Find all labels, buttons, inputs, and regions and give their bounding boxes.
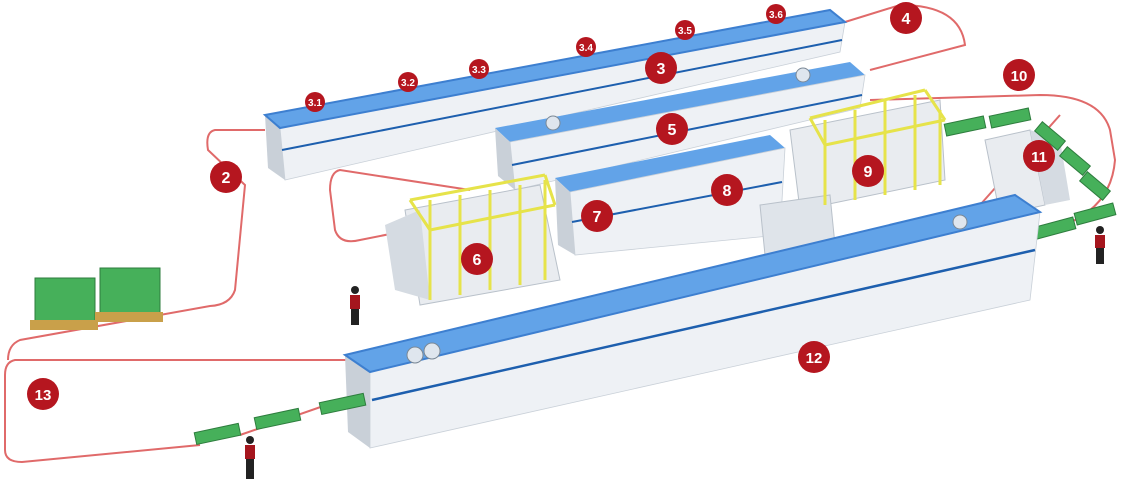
svg-text:3: 3 xyxy=(657,61,666,78)
badge-9: 9 xyxy=(852,155,884,187)
badge-10: 10 xyxy=(1003,59,1035,91)
svg-text:3.6: 3.6 xyxy=(769,10,783,21)
badge-3-3: 3.3 xyxy=(469,59,489,79)
badge-3-1: 3.1 xyxy=(305,92,325,112)
svg-text:2: 2 xyxy=(222,170,231,187)
badge-3-2: 3.2 xyxy=(398,72,418,92)
rack-conveyor-right xyxy=(943,107,1117,240)
worker xyxy=(1095,226,1105,264)
badge-3: 3 xyxy=(645,52,677,84)
svg-text:11: 11 xyxy=(1031,149,1047,166)
badge-4: 4 xyxy=(890,2,922,34)
svg-text:5: 5 xyxy=(668,122,677,139)
svg-text:3.2: 3.2 xyxy=(401,78,415,89)
rack-stacks xyxy=(30,267,163,330)
badge-2: 2 xyxy=(210,161,242,193)
tunnel-3 xyxy=(262,8,848,181)
badge-5: 5 xyxy=(656,113,688,145)
svg-text:8: 8 xyxy=(723,183,732,200)
svg-text:6: 6 xyxy=(473,252,482,269)
badge-3-4: 3.4 xyxy=(576,37,596,57)
svg-text:3.3: 3.3 xyxy=(472,65,486,76)
badge-6: 6 xyxy=(461,243,493,275)
badge-3-6: 3.6 xyxy=(766,4,786,24)
badge-3-5: 3.5 xyxy=(675,20,695,40)
badge-12: 12 xyxy=(798,341,830,373)
svg-text:12: 12 xyxy=(806,350,823,367)
svg-text:7: 7 xyxy=(593,209,602,226)
tunnel-12 xyxy=(342,193,1043,449)
svg-text:3.1: 3.1 xyxy=(308,98,322,109)
svg-text:10: 10 xyxy=(1011,68,1028,85)
badge-8: 8 xyxy=(711,174,743,206)
worker xyxy=(245,436,255,479)
rack-conveyor-front xyxy=(193,392,367,446)
badge-11: 11 xyxy=(1023,140,1055,172)
booth-6 xyxy=(385,173,561,306)
svg-text:9: 9 xyxy=(864,164,873,181)
badge-7: 7 xyxy=(581,200,613,232)
worker xyxy=(350,286,360,325)
booth-9 xyxy=(759,88,947,256)
svg-text:3.5: 3.5 xyxy=(678,26,692,37)
svg-text:13: 13 xyxy=(35,387,52,404)
svg-text:4: 4 xyxy=(902,11,911,28)
svg-text:3.4: 3.4 xyxy=(579,43,593,54)
badge-13: 13 xyxy=(27,378,59,410)
